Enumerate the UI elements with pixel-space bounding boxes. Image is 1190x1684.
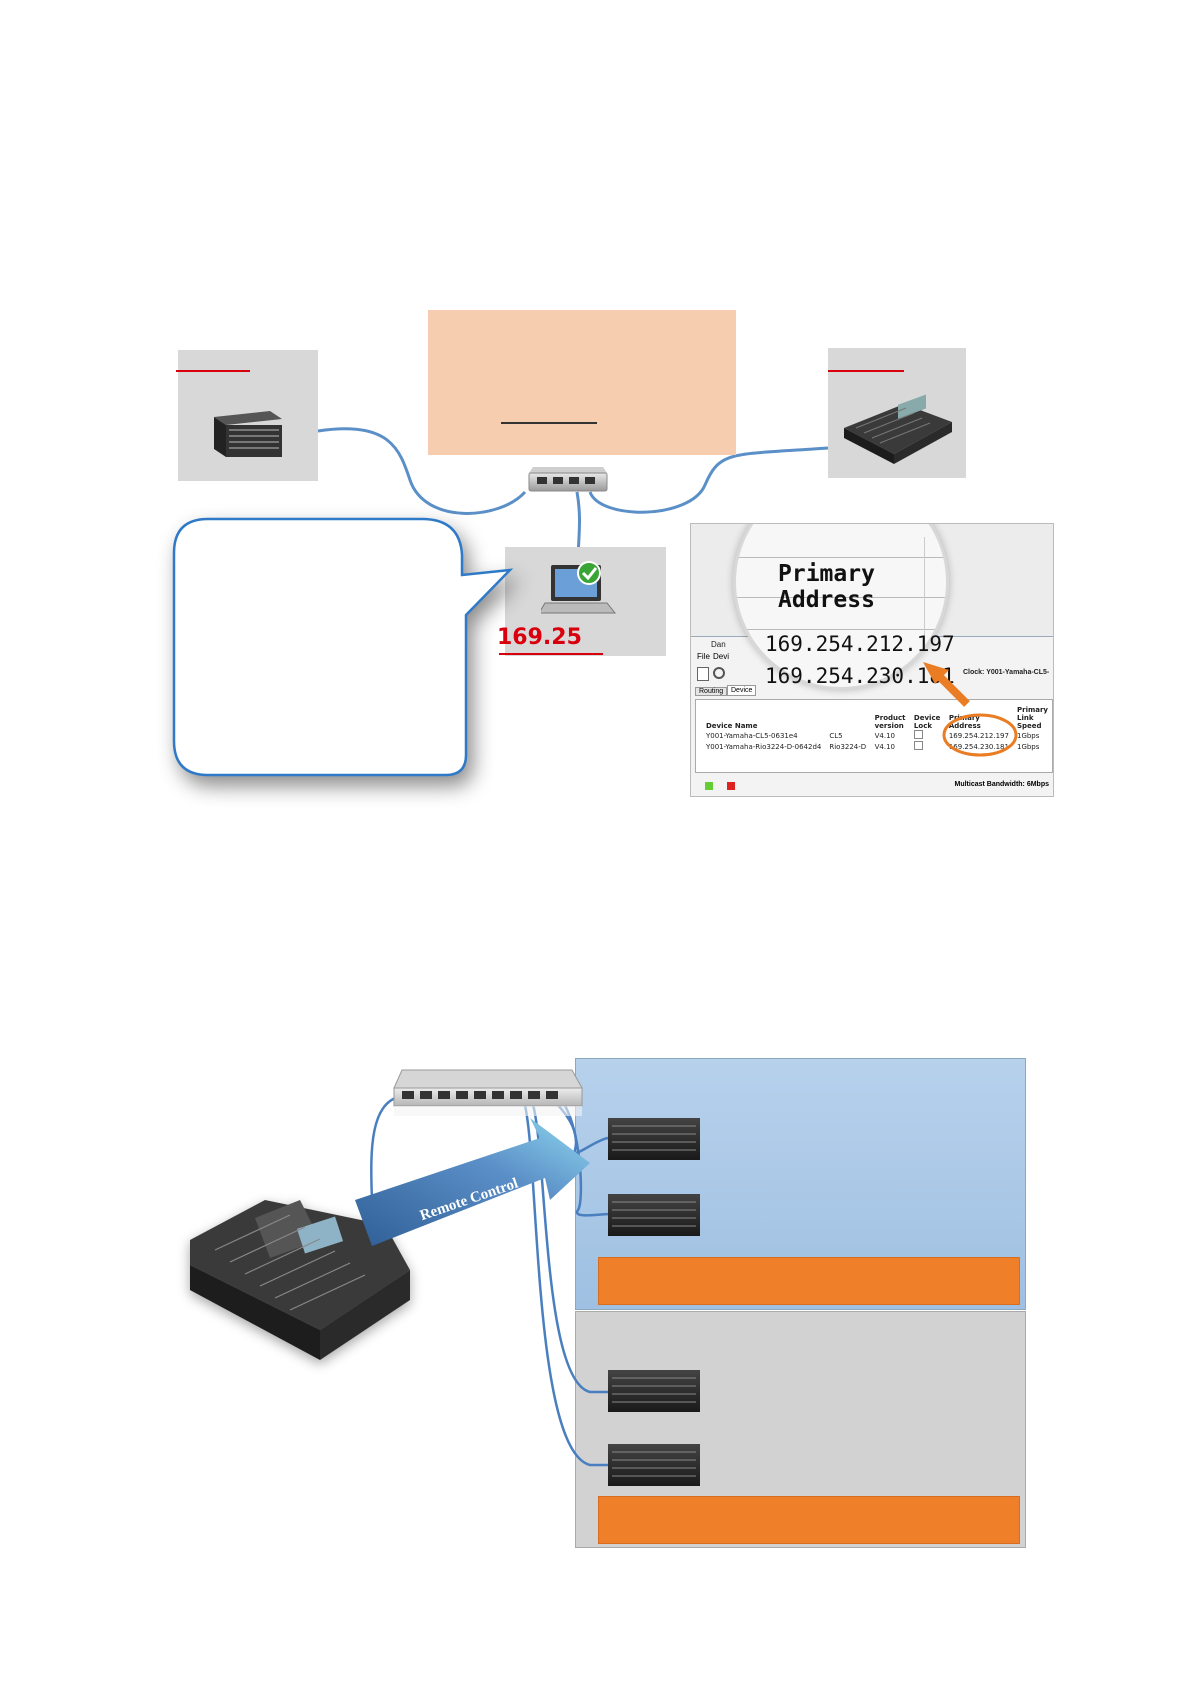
cell-version: V4.10 [874, 742, 895, 751]
red-underline [828, 370, 904, 372]
highlight-overlay [923, 662, 1018, 757]
laptop-box: 169.25 [497, 547, 666, 656]
cell-device-name: Y001-Yamaha-CL5-0631e4 [706, 731, 798, 740]
red-underline [176, 370, 250, 372]
toolbar-icon[interactable] [697, 667, 709, 681]
multicast-bandwidth: Multicast Bandwidth: 6Mbps [954, 781, 1050, 788]
menu-file[interactable]: File [697, 652, 710, 661]
red-underline [499, 653, 603, 655]
console-device-box [828, 348, 966, 478]
laptop-icon [541, 561, 617, 614]
cl5-console-icon [190, 1200, 410, 1360]
underline [501, 422, 597, 424]
cell-primary-address: 169.254.230.181 [948, 742, 1009, 751]
orange-label-bar [598, 1257, 1020, 1305]
rio-stagebox-icon [214, 411, 282, 457]
dante-controller-screenshot: Dan File Devi Clock: Y001-Yamaha-CL5- Ro… [690, 523, 1054, 797]
device-table-grid: Device Name Product version Device Lock … [702, 706, 1052, 752]
status-icon-green [705, 782, 713, 790]
clock-label: Clock: Y001-Yamaha-CL5- [963, 669, 1050, 676]
network-switch-icon [528, 467, 608, 492]
rio-unit-2 [608, 1194, 700, 1236]
orange-label-bar [598, 1496, 1020, 1544]
cell-version: V4.10 [874, 731, 895, 740]
cell-model: Rio3224-D [829, 742, 867, 751]
cell-primary-address: 169.254.212.197 [948, 731, 1009, 740]
cell-model: CL5 [829, 731, 843, 740]
tab-routing[interactable]: Routing [695, 687, 728, 696]
refresh-icon[interactable] [713, 667, 725, 679]
col-primary-link-speed[interactable]: Primary Link Speed [1016, 706, 1048, 730]
cell-link-speed: 1Gbps [1016, 742, 1040, 751]
window-title: Dan [711, 640, 726, 649]
magnified-ip-1: 169.254.212.197 [765, 632, 955, 656]
magnified-header-address: Address [778, 587, 875, 613]
rio-unit-1 [608, 1118, 700, 1160]
toolbar [695, 665, 735, 681]
blue-group-panel [575, 1058, 1026, 1310]
col-device-name[interactable]: Device Name [706, 722, 758, 730]
col-product-version[interactable]: Product version [874, 714, 906, 730]
device-table: Device Name Product version Device Lock … [695, 699, 1053, 773]
menu-device[interactable]: Devi [713, 652, 730, 661]
cell-link-speed: 1Gbps [1016, 731, 1040, 740]
table-row[interactable]: Y001-Yamaha-CL5-0631e4 CL5 V4.10 169.254… [702, 730, 1052, 741]
device-lock-checkbox[interactable] [913, 741, 923, 750]
network-label-box [428, 310, 736, 455]
laptop-ip-text: 169.25 [497, 625, 582, 650]
rio-device-box [176, 350, 318, 481]
rio-unit-4 [608, 1444, 700, 1486]
magnified-header-primary: Primary [778, 561, 875, 587]
cell-device-name: Y001-Yamaha-Rio3224-D-0642d4 [706, 742, 822, 751]
magnifier-lens: Primary Address [733, 524, 949, 690]
rio-unit-3 [608, 1370, 700, 1412]
device-lock-checkbox[interactable] [913, 730, 923, 739]
magnified-ip-2: 169.254.230.181 [765, 664, 955, 688]
status-bar: Multicast Bandwidth: 6Mbps [691, 777, 1053, 796]
network-switch-large-icon [393, 1069, 583, 1116]
col-device-lock[interactable]: Device Lock [913, 714, 941, 730]
status-icon-red [727, 782, 735, 790]
remote-control-arrow [355, 1118, 590, 1246]
speech-callout [172, 517, 514, 777]
gray-group-panel [575, 1311, 1026, 1548]
mixing-console-icon [844, 394, 952, 464]
table-row[interactable]: Y001-Yamaha-Rio3224-D-0642d4 Rio3224-D V… [702, 741, 1052, 752]
tab-device-info[interactable]: Device [727, 685, 757, 696]
